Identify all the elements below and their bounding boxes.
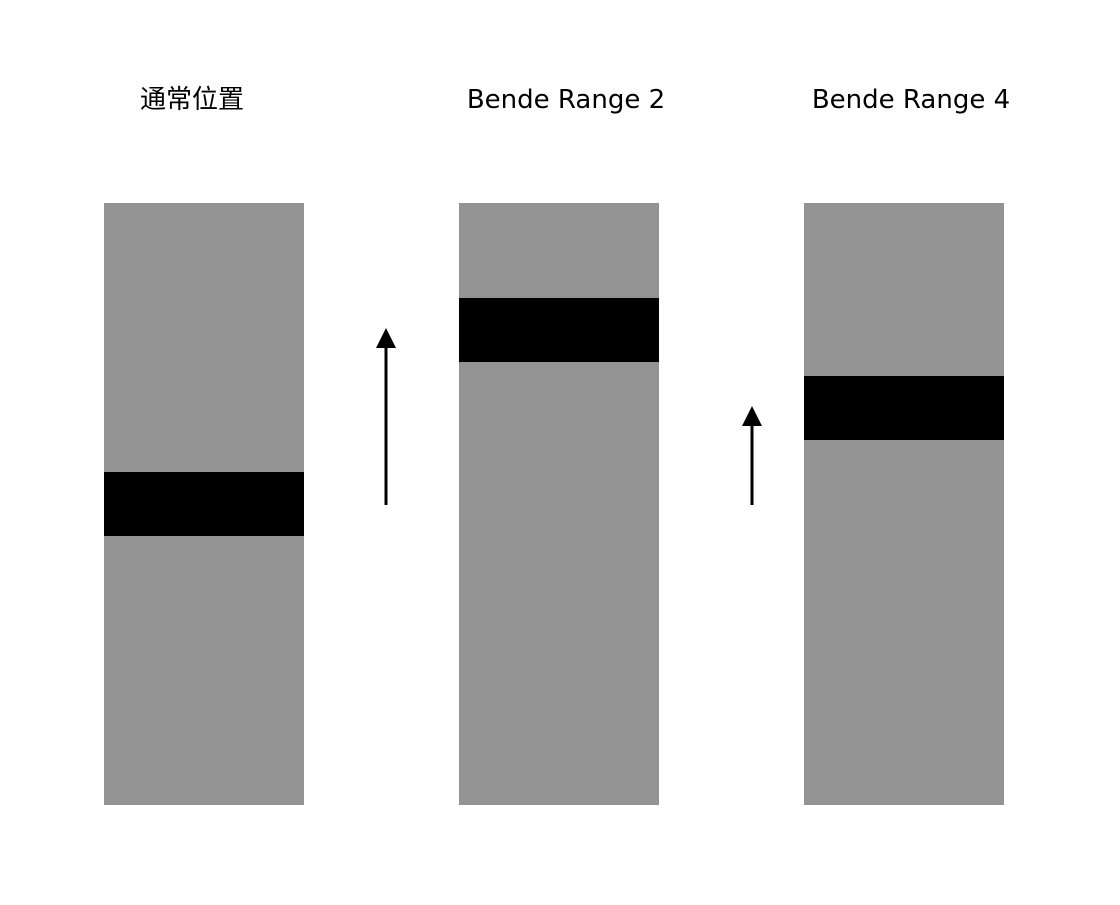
normal-position-label: 通常位置 [139, 85, 244, 115]
position-band [104, 472, 304, 536]
position-band [804, 376, 1004, 440]
bend-range-4-column [804, 203, 1004, 805]
bend-range-2-column [459, 203, 659, 805]
bend-range-2-label: Bende Range 2 [466, 85, 666, 115]
up-arrow-icon [376, 328, 396, 505]
position-band [459, 298, 659, 362]
bend-range-4-label: Bende Range 4 [811, 85, 1011, 115]
up-arrow-icon [742, 406, 762, 505]
normal-position-column [104, 203, 304, 805]
